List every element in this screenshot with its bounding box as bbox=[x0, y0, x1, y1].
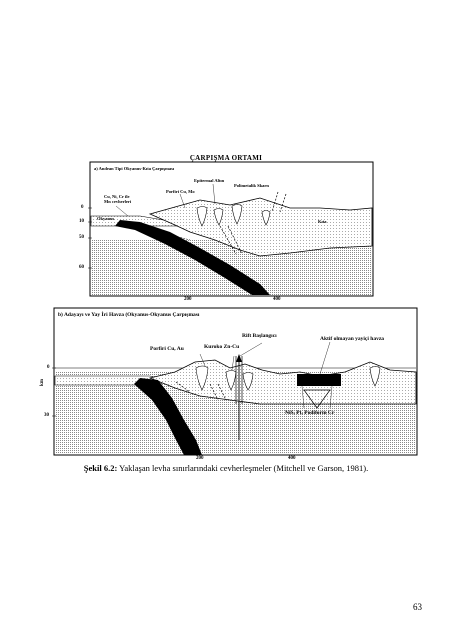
page-number: 63 bbox=[413, 602, 422, 612]
pluton-b-2 bbox=[225, 370, 237, 391]
panel-a-x-200: 200 bbox=[184, 297, 192, 302]
panel-a-label-polimetalik: Polimetalik Skarn bbox=[234, 183, 269, 188]
panel-b-y-unit: km bbox=[40, 379, 45, 386]
pluton-a-3 bbox=[231, 204, 243, 225]
pluton-b-4 bbox=[369, 366, 381, 387]
panel-a-label-kita: Kıta bbox=[318, 219, 327, 224]
panel-a-label-porfiri: Porfiri Cu, Mo bbox=[166, 189, 195, 194]
panel-b-depth-30: 30 bbox=[44, 413, 49, 418]
pluton-b-3 bbox=[242, 372, 254, 391]
panel-a-depth-60: 60 bbox=[79, 265, 84, 270]
back-arc-basin bbox=[297, 374, 341, 386]
panel-a-label-mn: Mn cevherleri bbox=[104, 199, 132, 204]
panel-b-label-rift: Rift Başlangıcı bbox=[242, 333, 277, 339]
subducting-slab-b bbox=[134, 378, 202, 455]
panel-b-label-kuroko: Kuroko Zn-Cu bbox=[204, 344, 240, 350]
panel-b-depth-0: 0 bbox=[47, 365, 50, 370]
panel-b-x-200: 200 bbox=[196, 456, 204, 461]
panel-a-x-400: 400 bbox=[273, 297, 281, 302]
panel-a-cross-section bbox=[88, 161, 374, 297]
island-arc-b bbox=[148, 359, 417, 405]
panel-b-x-400: 400 bbox=[288, 456, 296, 461]
panel-a-depth-50: 50 bbox=[79, 235, 84, 240]
panel-a-label-cu-ni: Cu, Ni, Cr ile bbox=[104, 194, 130, 199]
figure-title: ÇARPIŞMA ORTAMI bbox=[189, 154, 263, 162]
ophiolite-triangle bbox=[303, 389, 331, 409]
panel-b-heading: b) Adayayı ve Yay İri Havza (Okyanus-Oky… bbox=[58, 312, 200, 318]
panel-a-label-epitermal: Epitermal Altın bbox=[194, 178, 225, 183]
pluton-a-2 bbox=[213, 208, 224, 226]
panel-b-label-aktif: Aktif olmayan yayiçi havza bbox=[320, 336, 385, 342]
caption-label: Şekil 6.2: bbox=[83, 463, 118, 473]
panel-a-depth-10: 10 bbox=[79, 219, 84, 224]
pluton-a-4 bbox=[261, 210, 271, 226]
panel-a-depth-0: 0 bbox=[81, 205, 84, 210]
panel-b-cross-section bbox=[52, 307, 418, 456]
panel-a-heading: a) Andean Tipi Okyanus-Kıta Çarpışması bbox=[94, 166, 175, 171]
pluton-b-1 bbox=[195, 365, 209, 391]
pluton-a-1 bbox=[196, 206, 208, 227]
panel-a-label-okyanus: Okyanus bbox=[97, 216, 115, 221]
figure-caption: Şekil 6.2: Yaklaşan levha sınırlarındaki… bbox=[0, 463, 452, 473]
caption-text: Yaklaşan levha sınırlarındaki cevherleşm… bbox=[117, 463, 369, 473]
panel-b-label-nis: NiS, Pt, Podiform Cr bbox=[285, 410, 335, 416]
panel-b-label-porfiri: Porfiri Cu, Au bbox=[150, 346, 184, 352]
subducting-slab-a bbox=[115, 220, 270, 295]
